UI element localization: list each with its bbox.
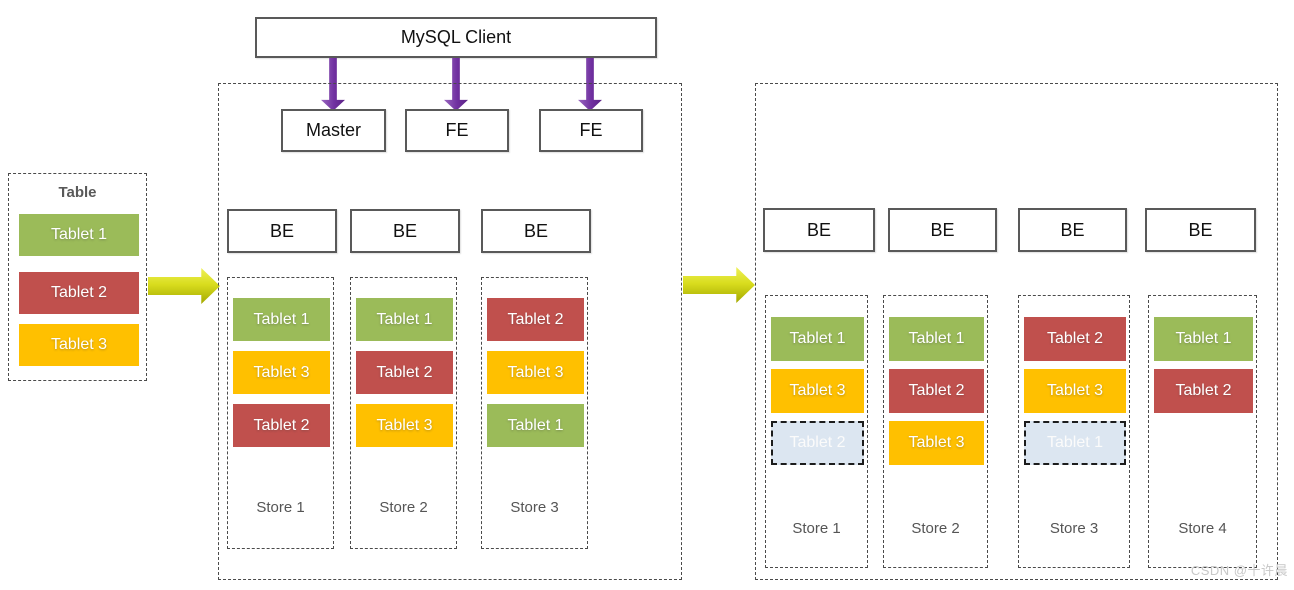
store-box: Tablet 2 Tablet 3 Tablet 1 Store 3 bbox=[1018, 295, 1130, 568]
store-label: Store 3 bbox=[510, 499, 559, 516]
tablet-chip: Tablet 2 bbox=[889, 369, 984, 413]
tablet-chip: Tablet 3 bbox=[356, 404, 453, 447]
tablet-chip: Tablet 3 bbox=[771, 369, 864, 413]
tablet-chip: Tablet 3 bbox=[1024, 369, 1126, 413]
be-box: BE bbox=[888, 208, 997, 252]
store-box: Tablet 1 Tablet 2 Store 4 bbox=[1148, 295, 1257, 568]
tablet-chip: Tablet 1 bbox=[233, 298, 330, 341]
master-box: Master bbox=[281, 109, 386, 152]
be-label: BE bbox=[806, 219, 831, 240]
be-box: BE bbox=[350, 209, 460, 253]
tablet-chip: Tablet 1 bbox=[889, 317, 984, 361]
be-box: BE bbox=[1018, 208, 1127, 252]
store-label: Store 4 bbox=[1178, 520, 1227, 537]
be-box: BE bbox=[1145, 208, 1256, 252]
tablet-chip: Tablet 1 bbox=[1024, 421, 1126, 465]
fe-box: FE bbox=[539, 109, 643, 152]
be-box: BE bbox=[227, 209, 337, 253]
be-label: BE bbox=[1060, 219, 1085, 240]
be-box: BE bbox=[481, 209, 591, 253]
store-label: Store 2 bbox=[379, 499, 428, 516]
be-label: BE bbox=[1188, 219, 1213, 240]
store-box: Tablet 1 Tablet 2 Tablet 3 Store 2 bbox=[883, 295, 988, 568]
source-table-title: Table bbox=[58, 184, 97, 201]
tablet-chip: Tablet 2 bbox=[487, 298, 584, 341]
store-label: Store 1 bbox=[792, 520, 841, 537]
tablet-chip: Tablet 3 bbox=[233, 351, 330, 394]
tablet-chip: Tablet 2 bbox=[771, 421, 864, 465]
source-table-panel: Table Tablet 1 Tablet 2 Tablet 3 bbox=[8, 173, 147, 381]
rebalance-arrow-icon bbox=[683, 267, 755, 303]
tablet-chip: Tablet 2 bbox=[1024, 317, 1126, 361]
tablet-chip: Tablet 2 bbox=[356, 351, 453, 394]
be-label: BE bbox=[523, 220, 548, 241]
mysql-client-label: MySQL Client bbox=[400, 27, 512, 47]
store-box: Tablet 1 Tablet 2 Tablet 3 Store 2 bbox=[350, 277, 457, 549]
store-box: Tablet 2 Tablet 3 Tablet 1 Store 3 bbox=[481, 277, 588, 549]
store-box: Tablet 1 Tablet 3 Tablet 2 Store 1 bbox=[227, 277, 334, 549]
store-box: Tablet 1 Tablet 3 Tablet 2 Store 1 bbox=[765, 295, 868, 568]
be-box: BE bbox=[763, 208, 875, 252]
be-label: BE bbox=[269, 220, 294, 241]
csdn-watermark: CSDN @十许晨 bbox=[1190, 563, 1288, 578]
tablet-chip: Tablet 1 bbox=[487, 404, 584, 447]
be-label: BE bbox=[392, 220, 417, 241]
store-label: Store 2 bbox=[911, 520, 960, 537]
table-to-cluster-arrow-icon bbox=[148, 268, 220, 304]
store-label: Store 1 bbox=[256, 499, 305, 516]
tablet-chip: Tablet 1 bbox=[19, 214, 139, 256]
tablet-chip: Tablet 1 bbox=[1154, 317, 1253, 361]
fe-box: FE bbox=[405, 109, 509, 152]
mysql-client-box: MySQL Client bbox=[255, 17, 657, 58]
tablet-chip: Tablet 2 bbox=[1154, 369, 1253, 413]
be-label: BE bbox=[930, 219, 955, 240]
cluster-after-panel bbox=[755, 83, 1278, 580]
tablet-chip: Tablet 2 bbox=[233, 404, 330, 447]
tablet-chip: Tablet 3 bbox=[487, 351, 584, 394]
tablet-chip: Tablet 3 bbox=[889, 421, 984, 465]
fe-label: FE bbox=[445, 120, 469, 140]
tablet-chip: Tablet 1 bbox=[356, 298, 453, 341]
store-label: Store 3 bbox=[1049, 520, 1099, 537]
fe-label: FE bbox=[579, 120, 603, 140]
master-label: Master bbox=[305, 120, 361, 140]
tablet-chip: Tablet 2 bbox=[19, 272, 139, 314]
cluster-before-panel bbox=[218, 83, 682, 580]
tablet-chip: Tablet 1 bbox=[771, 317, 864, 361]
tablet-chip: Tablet 3 bbox=[19, 324, 139, 366]
